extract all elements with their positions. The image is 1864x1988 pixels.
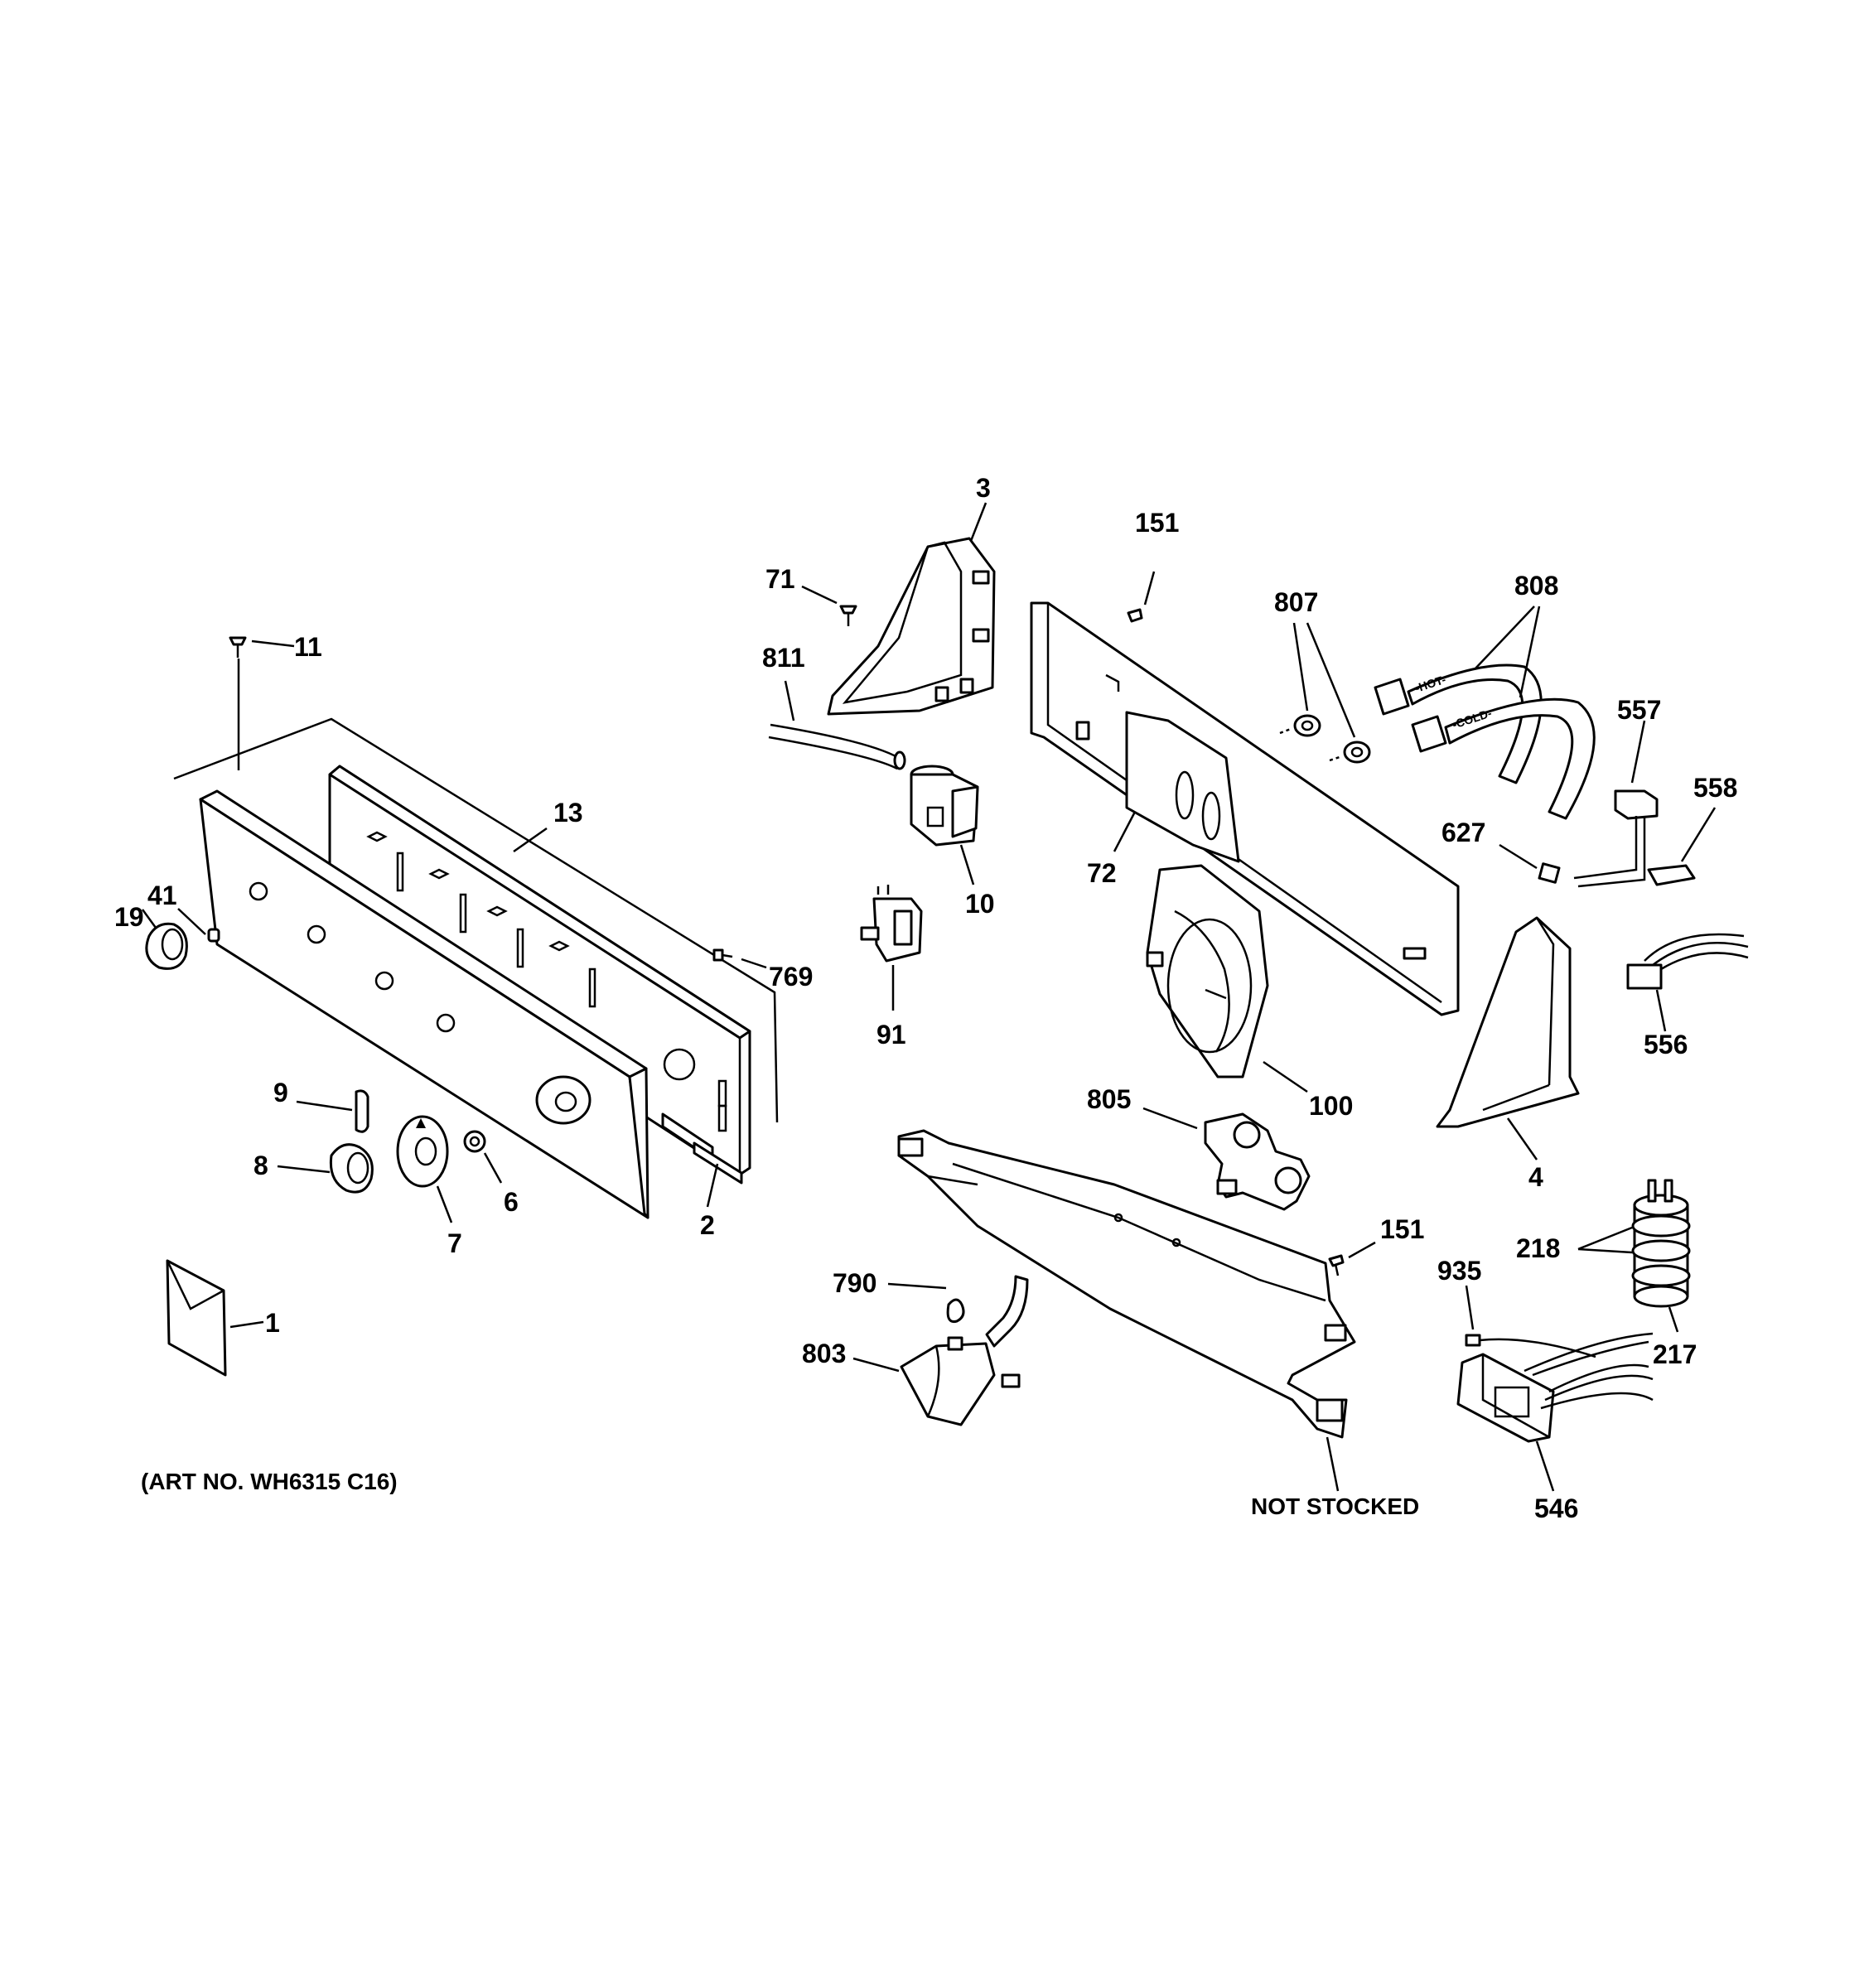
callout-9: 9	[273, 1078, 288, 1107]
control-panel-front	[199, 789, 650, 1219]
callout-556: 556	[1644, 1030, 1688, 1059]
callout-labels: 11 13 19 41 769 9 8 6 7 2 1 3 71 811 10 …	[114, 473, 1737, 1523]
end-cap-4	[1436, 916, 1580, 1160]
inlet-hoses-808: -HOT- -COLD-	[1374, 606, 1596, 820]
not-stocked-label: NOT STOCKED	[1251, 1493, 1419, 1519]
callout-557: 557	[1617, 695, 1661, 725]
screw-151-top	[1127, 571, 1156, 623]
fuse-558	[1647, 807, 1717, 886]
wire-harness-546	[1456, 1332, 1654, 1492]
callout-2: 2	[700, 1210, 715, 1240]
callout-807: 807	[1274, 587, 1318, 617]
screw-151-bottom	[1328, 1241, 1376, 1276]
callout-218: 218	[1516, 1233, 1560, 1263]
callout-8: 8	[254, 1151, 268, 1180]
callout-769: 769	[769, 962, 813, 992]
screw-71	[801, 585, 857, 626]
callout-808: 808	[1514, 571, 1558, 601]
backsplash-72	[1030, 601, 1460, 1016]
panel-bracket-outline-13	[173, 717, 779, 1123]
clamp-790	[887, 1282, 965, 1324]
callout-558: 558	[1693, 773, 1737, 803]
callout-91: 91	[876, 1020, 906, 1049]
callout-151-top: 151	[1135, 508, 1179, 538]
hose-811	[768, 680, 906, 770]
callout-3: 3	[976, 473, 991, 503]
nut-6	[463, 1130, 503, 1184]
callout-4: 4	[1528, 1162, 1543, 1192]
callout-19: 19	[114, 902, 144, 932]
art-number: (ART NO. WH6315 C16)	[141, 1469, 398, 1494]
callout-100: 100	[1309, 1091, 1353, 1121]
callout-11: 11	[294, 632, 322, 662]
callout-811: 811	[762, 643, 805, 673]
pressure-switch-10	[910, 765, 979, 885]
screw-11	[229, 636, 295, 770]
leader-2	[706, 1163, 719, 1208]
callout-627: 627	[1441, 818, 1485, 847]
callout-805: 805	[1087, 1084, 1131, 1114]
dial-7	[396, 1115, 453, 1223]
callout-13: 13	[553, 798, 583, 828]
wire-935	[1465, 1285, 1596, 1358]
callout-1: 1	[265, 1308, 280, 1338]
envelope-1	[166, 1259, 264, 1377]
callout-7: 7	[447, 1228, 462, 1258]
bracket-not-stocked	[897, 1129, 1356, 1492]
callout-546: 546	[1534, 1493, 1578, 1523]
switch-91	[860, 885, 923, 1011]
clip-9	[296, 1089, 369, 1133]
callout-151-bottom: 151	[1380, 1214, 1424, 1244]
insert-41	[177, 908, 220, 943]
knob-8	[277, 1143, 374, 1194]
callout-935: 935	[1437, 1256, 1481, 1286]
callout-71: 71	[765, 564, 795, 594]
washers-807	[1279, 622, 1371, 764]
funnel-803	[852, 1275, 1029, 1426]
callout-6: 6	[504, 1187, 519, 1217]
screw-769	[712, 948, 767, 969]
connector-557	[1573, 720, 1659, 888]
callout-72: 72	[1087, 858, 1117, 888]
timer-100	[1146, 864, 1308, 1093]
callout-10: 10	[965, 889, 995, 919]
callout-217: 217	[1653, 1339, 1697, 1369]
connector-627	[1499, 843, 1561, 884]
harness-plug-556	[1626, 933, 1749, 1032]
knob-19	[141, 909, 188, 970]
capacitor-217	[1577, 1179, 1691, 1333]
end-cap-3	[827, 502, 996, 716]
callout-790: 790	[833, 1268, 876, 1298]
callout-41: 41	[147, 881, 177, 910]
callout-803: 803	[802, 1339, 846, 1368]
water-valve-805	[1142, 1107, 1311, 1211]
